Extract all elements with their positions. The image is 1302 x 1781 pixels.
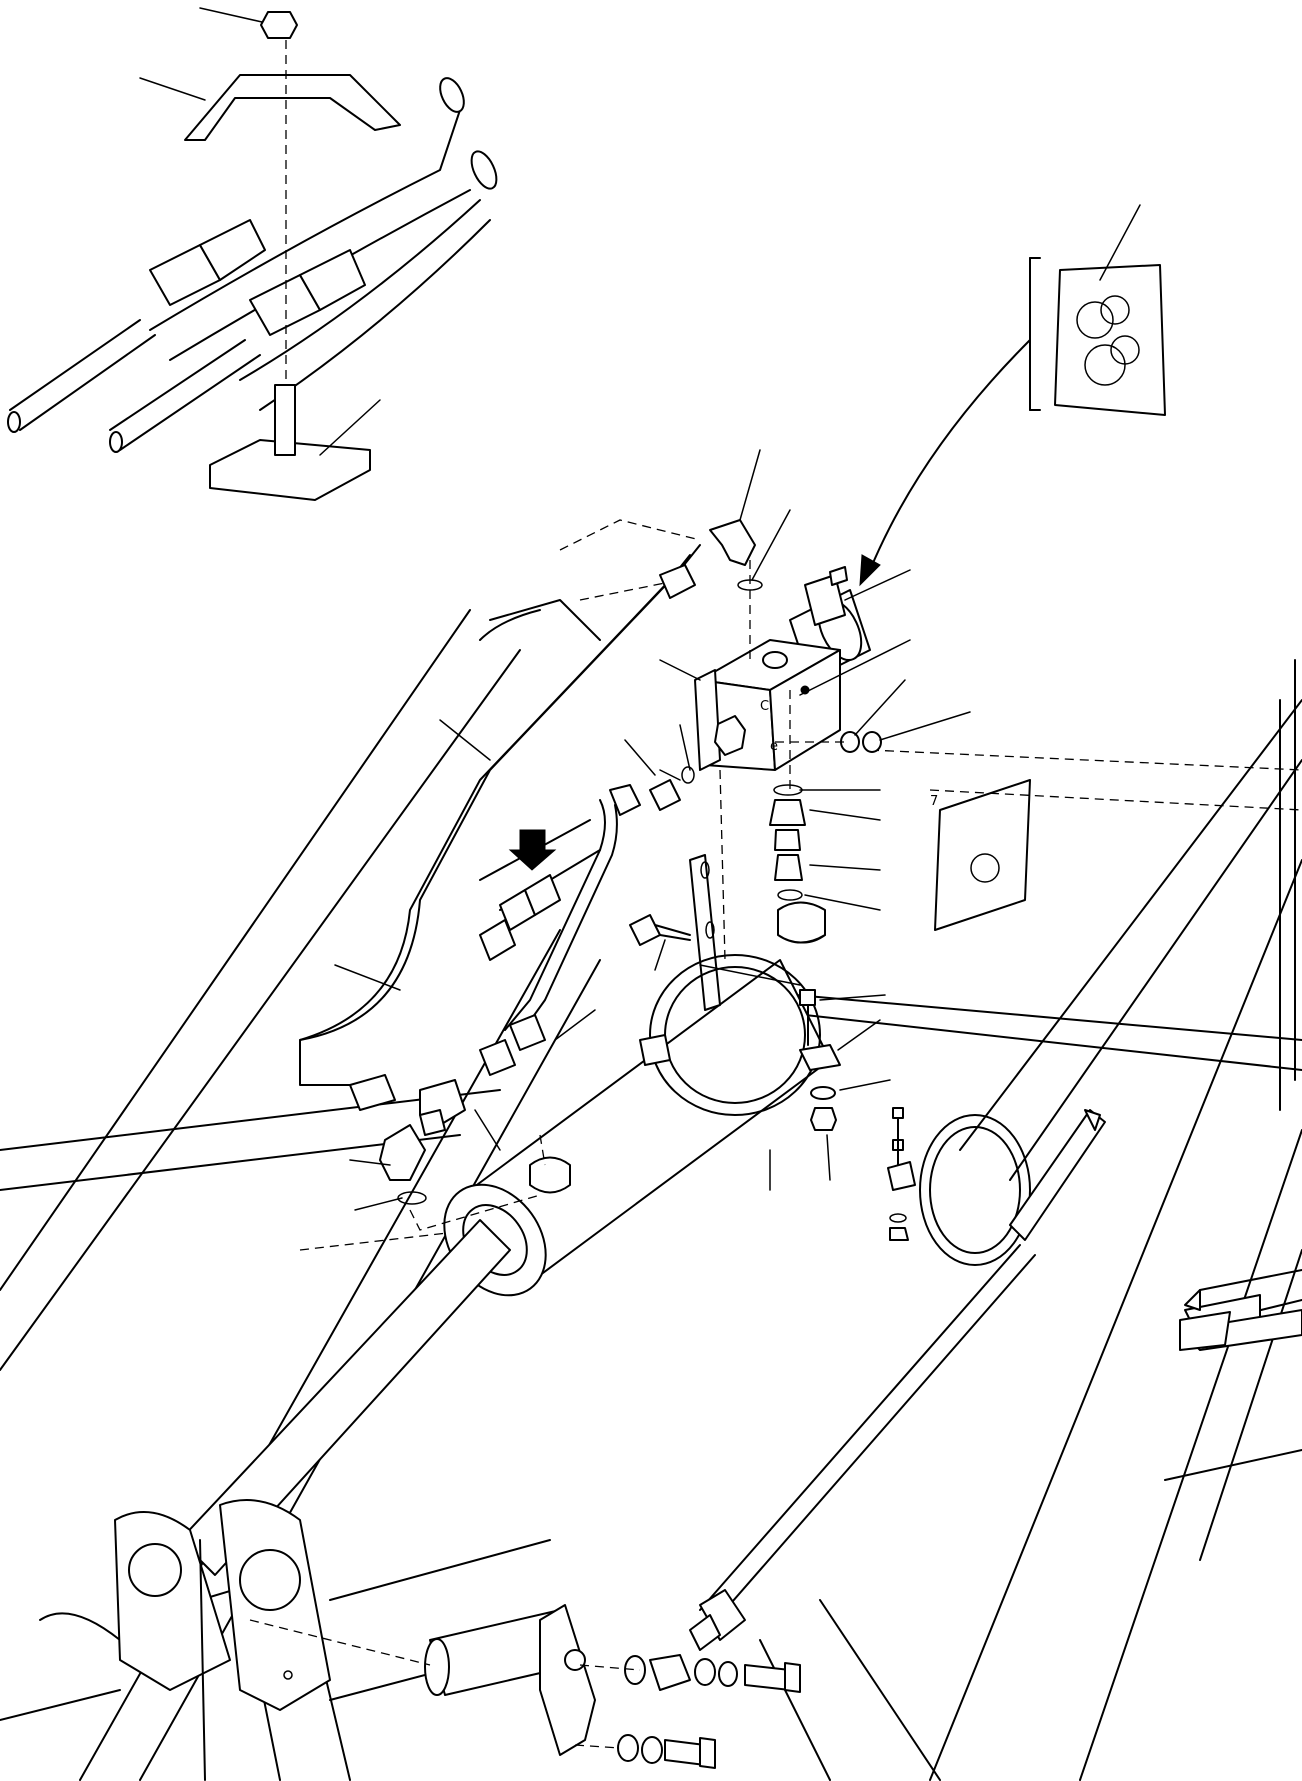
- small-clamp-ring: [919, 1114, 1031, 1266]
- large-clamp-ring: [649, 954, 821, 1116]
- stud-plate: [209, 439, 371, 501]
- pin-linkage: [249, 1604, 801, 1769]
- grommet-2: [777, 901, 826, 944]
- restrictor-fitting: [774, 854, 803, 881]
- decal-bag: [1054, 264, 1166, 416]
- valve-body-side: [769, 649, 841, 771]
- elbow-fitting-bottom: [379, 1124, 426, 1181]
- bolt-head: [629, 914, 661, 946]
- port-label-e: e: [770, 739, 778, 754]
- union-nut: [479, 1039, 516, 1076]
- link-plate: [539, 1604, 596, 1756]
- tube-nut-lower: [609, 784, 641, 816]
- clamp-detail: [7, 7, 498, 501]
- lock-nut: [260, 11, 298, 39]
- valve-port-nut: [714, 715, 746, 756]
- plug: [862, 731, 882, 753]
- clamp-nut: [810, 1107, 837, 1131]
- port-label-c: C: [760, 699, 769, 714]
- rod-upper: [1009, 1109, 1106, 1241]
- clamp-saddle: [184, 74, 401, 141]
- attention-arrow-icon: [508, 829, 557, 871]
- straight-connector: [649, 779, 681, 811]
- rod-end-eye: [649, 1654, 691, 1691]
- pin-bolt: [744, 1664, 791, 1691]
- bracket-clamps: [629, 854, 1106, 1641]
- decal-kit: [859, 204, 1166, 587]
- washer: [810, 1086, 836, 1100]
- tee-nut: [349, 1074, 396, 1111]
- hydraulic-lines: [299, 544, 701, 1231]
- adapter-fitting: [769, 799, 806, 826]
- hose-end-2: [479, 919, 516, 961]
- grommet-1: [529, 1156, 571, 1194]
- detail-label: 7: [930, 794, 938, 809]
- solenoid-valve-assembly: C e 7: [659, 449, 971, 961]
- tube-nut-upper: [659, 564, 696, 599]
- boom-cylinder: [114, 959, 831, 1781]
- elbow-fitting-top: [709, 519, 756, 566]
- spacer-washer: [624, 1655, 646, 1685]
- solenoid-connector: [804, 574, 846, 626]
